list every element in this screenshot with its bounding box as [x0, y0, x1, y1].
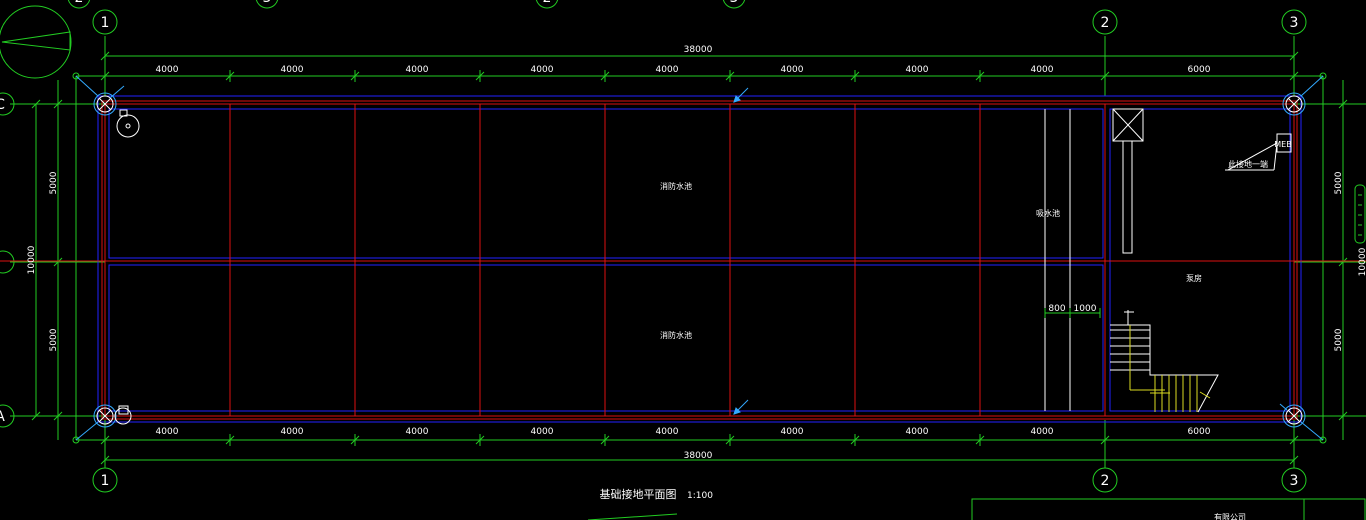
side-dimension-lines — [10, 76, 1366, 440]
dim-half-right: 5000 — [1334, 171, 1344, 194]
meb-label: MEB — [1274, 140, 1291, 149]
partial-axis-label: 2 — [543, 0, 552, 6]
dim-overall-top: 38000 — [684, 45, 713, 55]
room-label-fire-pool-lower: 消防水池 — [660, 330, 692, 340]
axis-label-2-bottom: 2 — [1101, 473, 1110, 489]
grounding-arrows — [733, 87, 749, 415]
dim-bay: 4000 — [281, 427, 304, 437]
dim-1000: 1000 — [1074, 304, 1097, 314]
meb-note: 此接地一端 — [1228, 159, 1268, 169]
dim-bay: 4000 — [781, 427, 804, 437]
drawing-title: 基础接地平面图 — [600, 488, 677, 501]
grounding-terminal-icons — [93, 85, 1306, 428]
room-label-pump-room: 泵房 — [1186, 273, 1202, 283]
dim-half-left: 5000 — [49, 328, 59, 351]
title-block — [971, 498, 1366, 520]
axis-label-1-top: 1 — [101, 15, 110, 31]
top-dimension-lines — [76, 36, 1323, 96]
dim-bay: 4000 — [656, 65, 679, 75]
axis-label-2-top: 2 — [1101, 15, 1110, 31]
dim-overall-right: 10000 — [1358, 247, 1366, 276]
partial-axis-bubbles-top — [0, 0, 746, 428]
axis-bubbles — [92, 9, 1307, 493]
dim-pump-bay: 6000 — [1188, 427, 1211, 437]
pump-room-details — [1044, 108, 1292, 413]
dim-bay: 4000 — [281, 65, 304, 75]
partial-axis-label: 3 — [730, 0, 739, 6]
dim-bay: 4000 — [531, 65, 554, 75]
partial-axis-label: 3 — [263, 0, 272, 6]
dim-bay: 4000 — [906, 65, 929, 75]
room-label-suction-pool: 吸水池 — [1036, 208, 1060, 218]
dim-overall-bottom: 38000 — [684, 451, 713, 461]
dim-bay: 4000 — [1031, 65, 1054, 75]
axis-label-1-bottom: 1 — [101, 473, 110, 489]
partial-axis-label: C — [0, 97, 5, 113]
dim-half-left: 5000 — [49, 171, 59, 194]
dim-bay: 4000 — [906, 427, 929, 437]
axis-label-3-top: 3 — [1290, 15, 1299, 31]
drawing-scale: 1:100 — [687, 491, 713, 501]
dim-bay: 4000 — [531, 427, 554, 437]
dim-bay: 4000 — [156, 427, 179, 437]
dim-bay: 4000 — [406, 427, 429, 437]
dim-pump-bay: 6000 — [1188, 65, 1211, 75]
dim-bay: 4000 — [781, 65, 804, 75]
partial-axis-label: 2 — [75, 0, 84, 6]
partial-axis-label: A — [0, 409, 5, 425]
axis-label-3-bottom: 3 — [1290, 473, 1299, 489]
grounding-grid — [0, 100, 1366, 420]
room-label-fire-pool-upper: 消防水池 — [660, 181, 692, 191]
dim-bay: 4000 — [156, 65, 179, 75]
wall-outlines — [97, 95, 1302, 423]
dim-overall-left: 10000 — [27, 245, 37, 274]
dim-bay: 4000 — [1031, 427, 1054, 437]
outer-diagonals — [75, 75, 1324, 441]
scroll-handle[interactable] — [1354, 184, 1366, 244]
dim-800: 800 — [1048, 304, 1065, 314]
dim-bay: 4000 — [406, 65, 429, 75]
dim-bay: 4000 — [656, 427, 679, 437]
dim-half-right: 5000 — [1334, 328, 1344, 351]
corner-markers — [72, 72, 1327, 444]
title-block-company: 有限公司 — [1214, 512, 1246, 520]
title-underline — [587, 513, 678, 520]
